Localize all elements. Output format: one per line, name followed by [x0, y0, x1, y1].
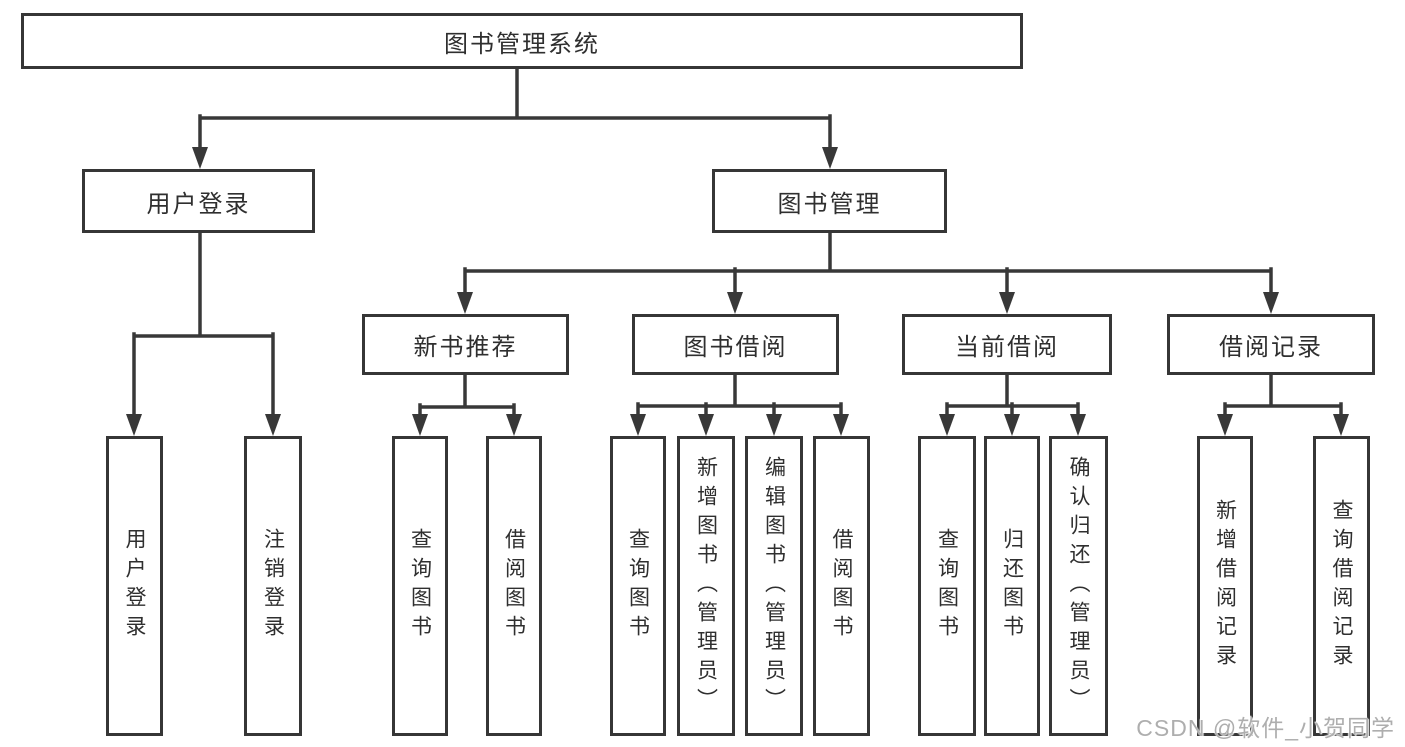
arrowhead-icon	[999, 292, 1015, 314]
node-label: 注销登录	[261, 528, 285, 644]
node-new-book-recommend: 新书推荐	[362, 314, 569, 375]
leaf-confirm-return-admin: 确认归还（管理员）	[1049, 436, 1108, 736]
node-label: 新增图书（管理员）	[694, 455, 718, 717]
node-label: 查询图书	[408, 528, 432, 644]
arrowhead-icon	[698, 414, 714, 436]
node-label: 用户登录	[123, 528, 146, 644]
arrowhead-icon	[630, 414, 646, 436]
leaf-add-book-admin: 新增图书（管理员）	[677, 436, 735, 736]
arrowhead-icon	[939, 414, 955, 436]
connector-newbookrec-to-leaves	[418, 373, 516, 421]
arrowhead-icon	[1333, 414, 1349, 436]
node-current-borrow: 当前借阅	[902, 314, 1112, 375]
arrowhead-icon	[1217, 414, 1233, 436]
leaf-query-borrow-record: 查询借阅记录	[1313, 436, 1370, 736]
leaf-logout: 注销登录	[244, 436, 302, 736]
node-root-library-system: 图书管理系统	[21, 13, 1023, 69]
node-label: 查询图书	[935, 528, 959, 644]
node-label: 图书借阅	[683, 334, 788, 361]
arrowhead-icon	[727, 292, 743, 314]
arrowhead-icon	[822, 147, 838, 169]
node-book-borrow: 图书借阅	[632, 314, 839, 375]
arrowhead-icon	[1263, 292, 1279, 314]
node-label: 图书管理系统	[444, 30, 600, 58]
leaf-return-book: 归还图书	[984, 436, 1040, 736]
node-label: 新书推荐	[413, 334, 518, 361]
leaf-borrow-book-recommend: 借阅图书	[486, 436, 542, 736]
node-label: 确认归还（管理员）	[1067, 455, 1090, 717]
node-label: 查询借阅记录	[1330, 499, 1353, 673]
node-borrow-records: 借阅记录	[1167, 314, 1375, 375]
node-label: 用户登录	[146, 190, 251, 218]
arrowhead-icon	[412, 414, 428, 436]
connector-bookborrow-to-leaves	[636, 373, 843, 421]
connector-bookmgmt-to-level3	[463, 231, 1273, 299]
leaf-add-borrow-record: 新增借阅记录	[1197, 436, 1253, 736]
connector-borrowrecords-to-leaves	[1223, 373, 1343, 421]
node-label: 新增借阅记录	[1213, 499, 1237, 673]
node-label: 图书管理	[777, 190, 882, 218]
connector-userlogin-to-leaves	[132, 231, 275, 421]
leaf-edit-book-admin: 编辑图书（管理员）	[745, 436, 803, 736]
node-label: 借阅图书	[830, 528, 853, 644]
arrowhead-icon	[833, 414, 849, 436]
arrowhead-icon	[126, 414, 142, 436]
node-book-management: 图书管理	[712, 169, 947, 233]
connector-root-to-level2	[198, 67, 832, 154]
node-label: 归还图书	[1000, 528, 1024, 644]
node-user-login: 用户登录	[82, 169, 315, 233]
node-label: 借阅图书	[502, 528, 526, 644]
leaf-query-book-current: 查询图书	[918, 436, 976, 736]
node-label: 查询图书	[626, 528, 650, 644]
arrowhead-icon	[265, 414, 281, 436]
connector-currentborrow-to-leaves	[945, 373, 1080, 421]
leaf-query-book-recommend: 查询图书	[392, 436, 448, 736]
node-label: 当前借阅	[955, 334, 1059, 361]
arrowhead-icon	[506, 414, 522, 436]
csdn-watermark: CSDN @软件_小贺同学	[1136, 715, 1395, 741]
arrowhead-icon	[457, 292, 473, 314]
leaf-borrow-book: 借阅图书	[813, 436, 870, 736]
node-label: 借阅记录	[1219, 334, 1323, 361]
arrowhead-icon	[1004, 414, 1020, 436]
leaf-user-login: 用户登录	[106, 436, 163, 736]
arrowhead-icon	[766, 414, 782, 436]
node-label: 编辑图书（管理员）	[762, 455, 786, 717]
arrowhead-icon	[192, 147, 208, 169]
arrowhead-icon	[1070, 414, 1086, 436]
leaf-query-book-borrow: 查询图书	[610, 436, 666, 736]
